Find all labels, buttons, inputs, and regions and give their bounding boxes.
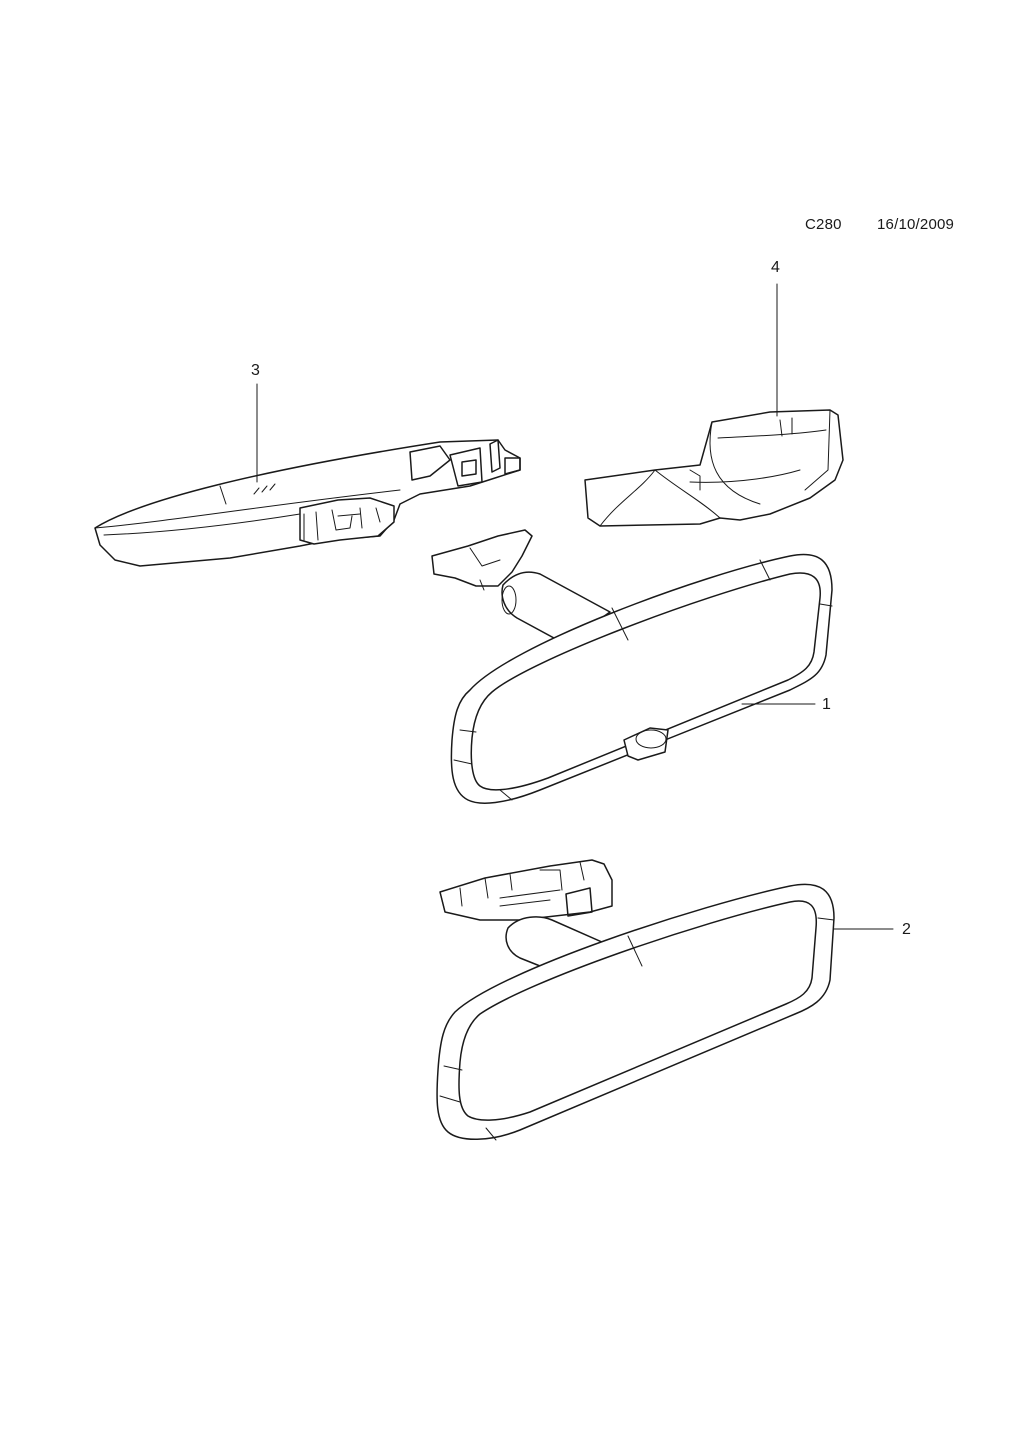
diagram-code: C280 <box>805 216 842 233</box>
part-4-mirror-cover <box>584 409 844 527</box>
part-2-rearview-mirror <box>436 859 835 1141</box>
callout-2: 2 <box>902 921 911 938</box>
callout-3: 3 <box>251 362 260 379</box>
part-3-mirror-cover <box>94 439 521 567</box>
callout-1: 1 <box>822 696 831 713</box>
part-1-rearview-mirror <box>431 529 833 804</box>
leader-lines <box>256 283 894 930</box>
callout-4: 4 <box>771 259 780 276</box>
diagram-date: 16/10/2009 <box>877 216 955 233</box>
